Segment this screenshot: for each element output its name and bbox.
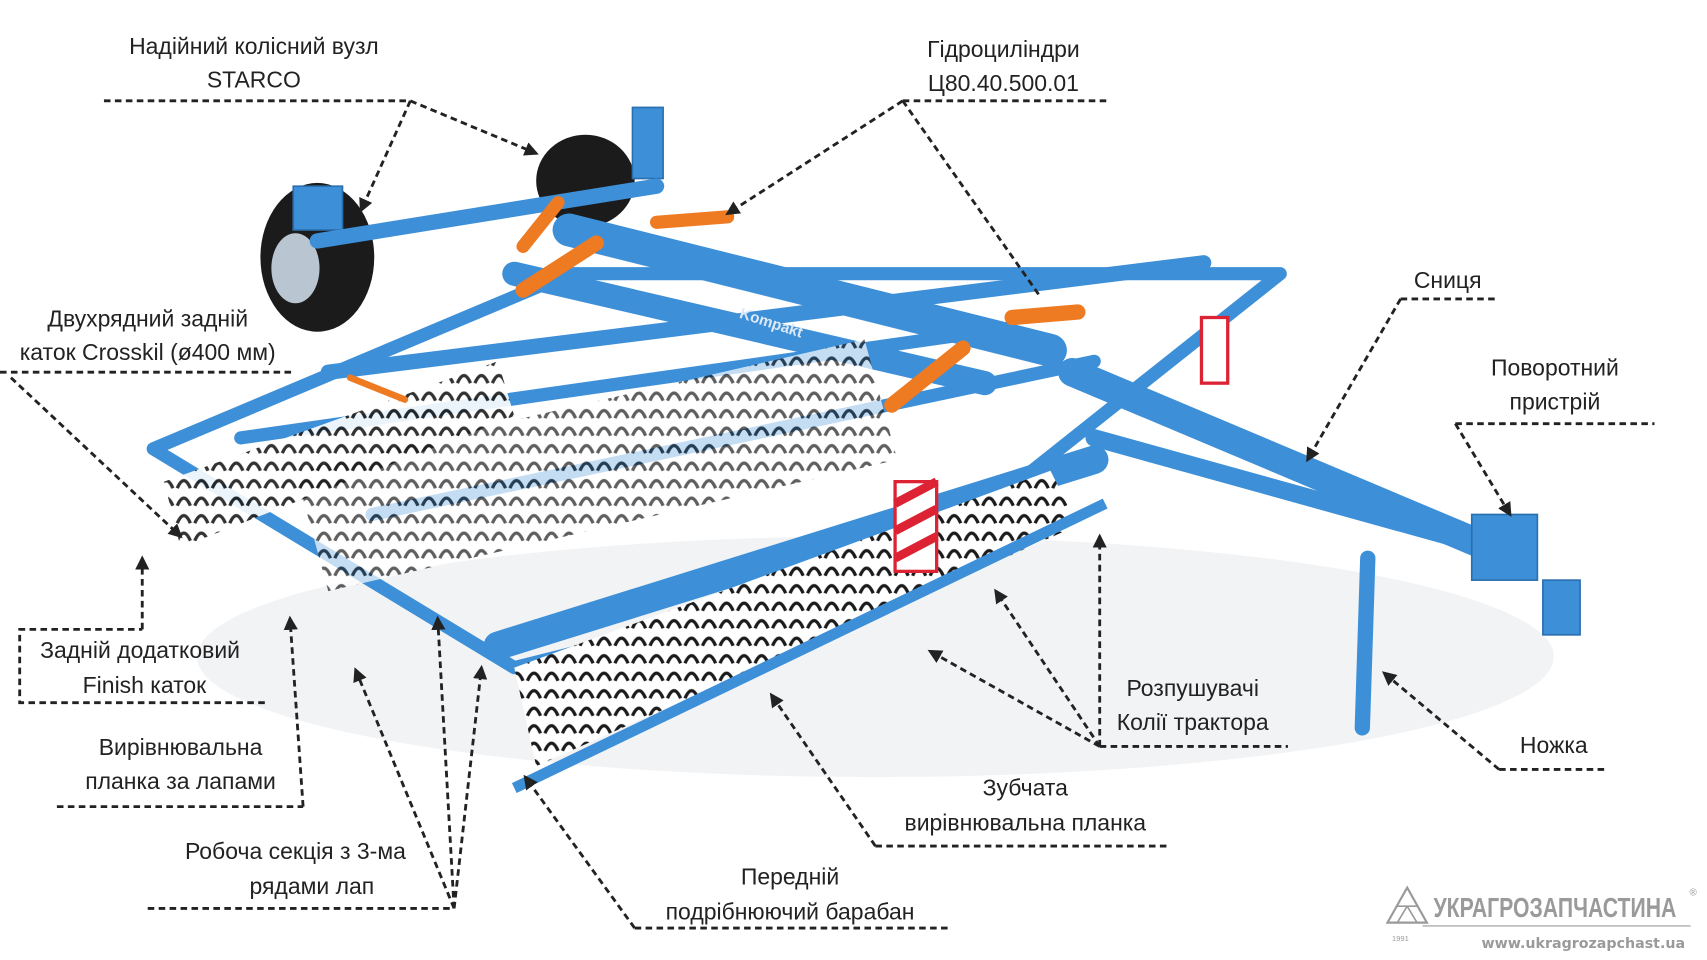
label-wheel-2: STARCO	[207, 67, 301, 93]
drawbar	[1058, 357, 1581, 736]
label-hydro-2: Ц80.40.500.01	[928, 70, 1079, 96]
hydraulic-cylinders	[346, 196, 1086, 413]
label-finish-2: Finish каток	[83, 672, 208, 698]
label-swivel-2: пристрій	[1510, 388, 1601, 414]
label-loosener-2: Колії трактора	[1117, 709, 1269, 735]
label-crosskil-2: каток Crosskil (ø400 мм)	[20, 339, 276, 365]
label-leveler-1: Вирівнювальна	[99, 734, 263, 760]
leader-lines	[0, 99, 1655, 930]
label-wheel-1: Надійний колісний вузл	[129, 33, 379, 59]
label-section-2: рядами лап	[249, 873, 374, 899]
label-drum-1: Передній	[741, 863, 839, 889]
label-drawbar: Сниця	[1414, 267, 1482, 293]
main-frame	[146, 213, 1287, 675]
label-swivel-1: Поворотний	[1491, 355, 1619, 381]
callout-labels: Надійний колісний вузл STARCO Гідроцилін…	[20, 33, 1619, 925]
label-toothed-1: Зубчата	[983, 775, 1069, 801]
logo-url: www.ukragrozapchast.ua	[1481, 936, 1685, 952]
cultivator-machine: Kompakt	[146, 106, 1581, 793]
label-finish-1: Задній додатковий	[40, 637, 240, 663]
company-logo: 1991 УКРАГРОЗАПЧАСТИНА ® www.ukragrozapc…	[1385, 885, 1697, 952]
triangle-logo-icon	[1385, 885, 1429, 924]
label-hydro-1: Гідроциліндри	[927, 36, 1080, 62]
label-drum-2: подрібнюючий барабан	[666, 898, 915, 924]
label-leg: Ножка	[1520, 732, 1588, 758]
label-toothed-2: вирівнювальна планка	[905, 810, 1147, 836]
label-crosskil-1: Двухрядний задній	[47, 305, 248, 331]
wheel-assembly	[260, 106, 665, 332]
label-section-1: Робоча секція з 3-ма	[185, 838, 406, 864]
label-leveler-2: планка за лапами	[85, 768, 276, 794]
logo-year: 1991	[1392, 934, 1409, 943]
logo-registered: ®	[1689, 887, 1697, 898]
logo-name: УКРАГРОЗАПЧАСТИНА	[1433, 892, 1676, 923]
label-loosener-1: Розпушувачі	[1126, 675, 1258, 701]
